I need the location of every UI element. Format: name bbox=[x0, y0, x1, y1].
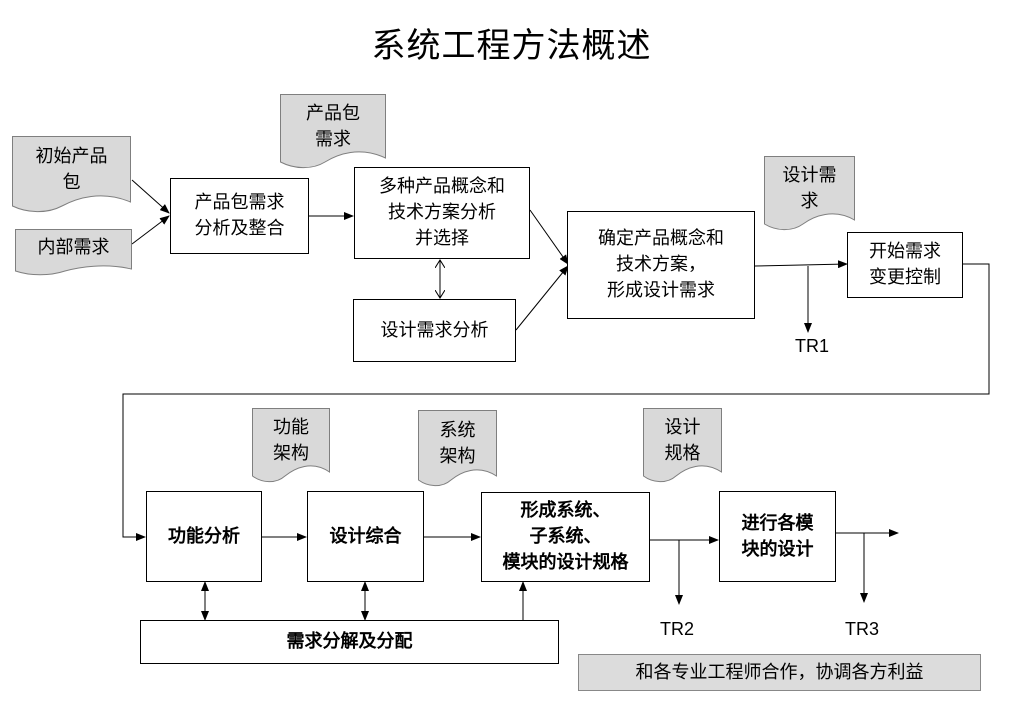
box-design-requirements-analysis: 设计需求分析 bbox=[353, 299, 516, 362]
note-cooperation: 和各专业工程师合作，协调各方利益 bbox=[578, 654, 981, 691]
diagram-title: 系统工程方法概述 bbox=[371, 26, 652, 66]
doc-functional-architecture: 功能 架构 bbox=[252, 408, 330, 484]
box-requirements-decomposition: 需求分解及分配 bbox=[140, 620, 559, 664]
box-design-specification: 形成系统、 子系统、 模块的设计规格 bbox=[481, 492, 650, 582]
box-module-design: 进行各模 块的设计 bbox=[719, 491, 836, 582]
box-change-control: 开始需求 变更控制 bbox=[847, 232, 963, 298]
milestone-tr3: TR3 bbox=[845, 619, 880, 639]
doc-system-architecture: 系统 架构 bbox=[418, 410, 497, 488]
doc-product-package-requirements: 产品包 需求 bbox=[280, 94, 386, 170]
milestone-tr2: TR2 bbox=[660, 619, 695, 639]
doc-design-specification: 设计 规格 bbox=[643, 408, 722, 484]
box-design-synthesis: 设计综合 bbox=[307, 491, 424, 582]
doc-design-requirements: 设计需 求 bbox=[764, 156, 855, 232]
doc-internal-requirements: 内部需求 bbox=[15, 229, 132, 277]
box-package-requirements-analysis: 产品包需求 分析及整合 bbox=[170, 178, 309, 254]
milestone-tr1: TR1 bbox=[795, 336, 830, 356]
box-concept-solution-analysis: 多种产品概念和 技术方案分析 并选择 bbox=[354, 167, 530, 259]
box-functional-analysis: 功能分析 bbox=[146, 491, 262, 582]
doc-initial-product-package: 初始产品 包 bbox=[12, 136, 131, 214]
box-confirm-concept: 确定产品概念和 技术方案， 形成设计需求 bbox=[567, 211, 755, 319]
